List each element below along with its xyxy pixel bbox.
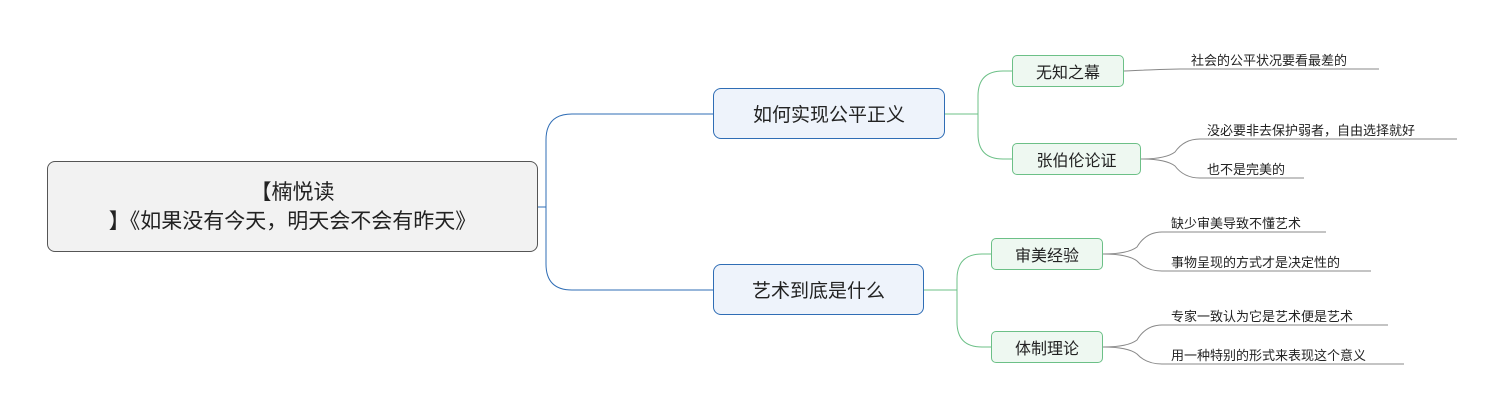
leaf-topic[interactable]: 事物呈现的方式才是决定性的 <box>1171 256 1341 271</box>
subtopic-label: 无知之幕 <box>1035 63 1100 82</box>
link-b1-c2 <box>977 114 1012 160</box>
subtopic-label: 审美经验 <box>1014 246 1079 265</box>
leaf-topic[interactable]: 缺少审美导致不懂艺术 <box>1171 217 1302 232</box>
branch-topic-art[interactable]: 艺术到底是什么 <box>713 264 924 315</box>
link-b2-c1 <box>924 253 991 291</box>
link-leaf-5 <box>1102 253 1371 272</box>
branch-topic-label: 艺术到底是什么 <box>751 280 885 302</box>
link-b1-c1 <box>945 70 1012 115</box>
leaf-topic[interactable]: 用一种特别的形式来表现这个意义 <box>1171 349 1367 364</box>
subtopic-label: 体制理论 <box>1014 339 1079 358</box>
link-leaf-3 <box>1140 158 1304 179</box>
link-root-branch1 <box>538 113 713 208</box>
subtopic-aesthetic-experience[interactable]: 审美经验 <box>991 238 1103 270</box>
leaf-topic[interactable]: 也不是完美的 <box>1207 163 1286 178</box>
link-root-branch2 <box>545 207 713 291</box>
link-leaf-6 <box>1102 324 1388 348</box>
subtopic-veil-of-ignorance[interactable]: 无知之幕 <box>1012 55 1124 87</box>
leaf-topic[interactable]: 专家一致认为它是艺术便是艺术 <box>1171 310 1354 325</box>
link-leaf-7 <box>1102 346 1404 365</box>
link-leaf-2 <box>1140 138 1457 160</box>
subtopic-label: 张伯伦论证 <box>1036 151 1117 170</box>
root-topic-line1: 【楠悦读 <box>250 179 335 204</box>
leaf-topic[interactable]: 社会的公平状况要看最差的 <box>1191 54 1348 69</box>
link-leaf-1 <box>1123 68 1379 72</box>
branch-topic-justice[interactable]: 如何实现公平正义 <box>713 88 945 139</box>
root-topic-line2: 】《如果没有今天，明天会不会有昨天》 <box>108 208 477 233</box>
root-topic[interactable]: 【楠悦读 】《如果没有今天，明天会不会有昨天》 <box>47 161 538 252</box>
branch-topic-label: 如何实现公平正义 <box>752 104 905 126</box>
link-b2-c2 <box>956 290 991 348</box>
subtopic-chamberlain-argument[interactable]: 张伯伦论证 <box>1012 143 1141 175</box>
link-leaf-4 <box>1102 231 1326 255</box>
subtopic-institutional-theory[interactable]: 体制理论 <box>991 331 1103 363</box>
leaf-topic[interactable]: 没必要非去保护弱者，自由选择就好 <box>1207 124 1416 139</box>
